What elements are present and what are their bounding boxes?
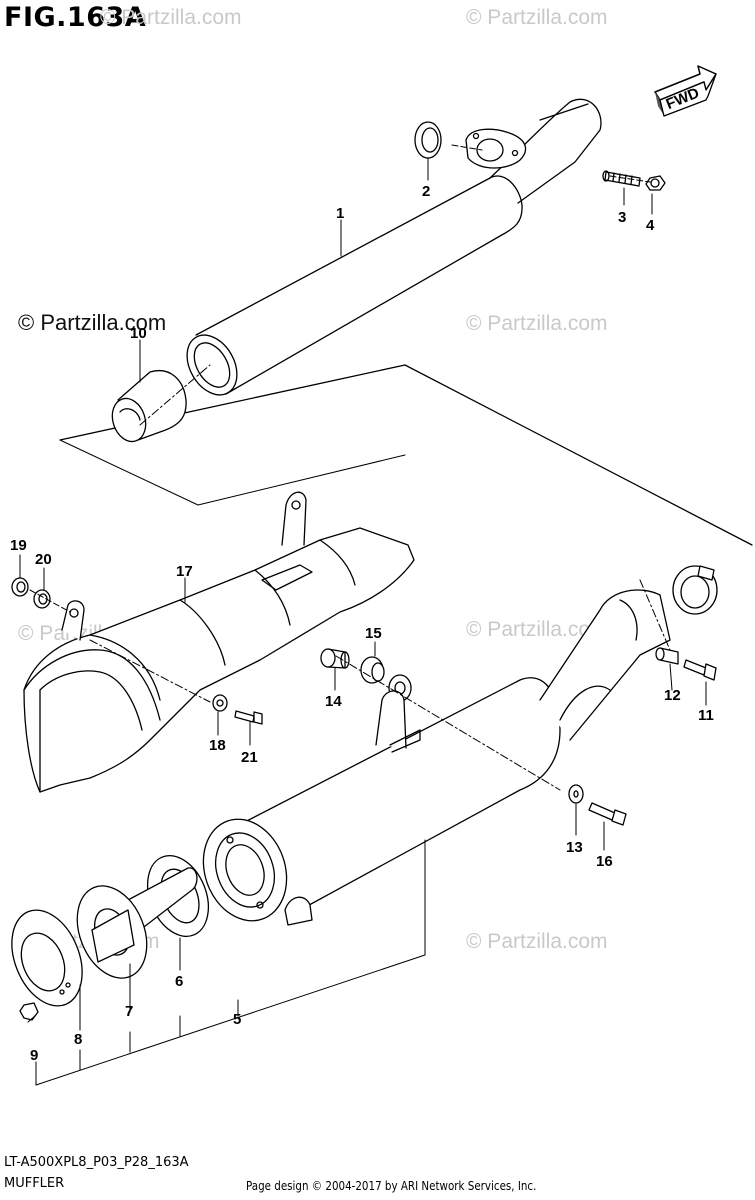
part-label-8: 8 xyxy=(74,1031,82,1048)
exhaust-gasket xyxy=(414,121,442,159)
mounting-bolt xyxy=(683,659,717,681)
washer xyxy=(212,694,228,712)
watermark: © Partzilla.com xyxy=(100,6,242,29)
part-label-16: 16 xyxy=(596,853,613,870)
heat-shield xyxy=(23,491,415,793)
part-label-18: 18 xyxy=(209,737,226,754)
part-label-1: 1 xyxy=(336,205,344,222)
muffler-body xyxy=(202,565,718,926)
forward-arrow-icon: FWD xyxy=(654,65,717,117)
section-name: MUFFLER xyxy=(4,1176,65,1191)
assembly-bracket-line xyxy=(35,839,426,1086)
part-label-7: 7 xyxy=(125,1003,133,1020)
page-credit: Page design © 2004-2017 by ARI Network S… xyxy=(246,1179,537,1193)
muffler-end-cap xyxy=(11,909,83,1007)
spacer-collar xyxy=(655,647,679,665)
part-label-13: 13 xyxy=(566,839,583,856)
front-exhaust-pipe xyxy=(186,98,602,396)
lower-washer xyxy=(568,784,584,804)
watermark: © Partzilla.com xyxy=(466,312,608,335)
upper-group-outline-lower xyxy=(59,439,406,506)
watermark: © Partzilla.com xyxy=(466,930,608,953)
cushion xyxy=(360,656,412,702)
part-label-9: 9 xyxy=(30,1047,38,1064)
grommet xyxy=(11,577,29,597)
lower-bolt xyxy=(588,802,627,826)
part-label-17: 17 xyxy=(176,563,193,580)
fig-title: FIG.163A xyxy=(4,2,147,33)
bolt xyxy=(234,710,263,725)
watermark: © Partzilla.com xyxy=(466,6,608,29)
part-label-5: 5 xyxy=(233,1011,241,1028)
cap-screw xyxy=(19,1002,39,1021)
part-label-14: 14 xyxy=(325,693,342,710)
spark-arrester-tube xyxy=(76,867,198,979)
watermark-dark: © Partzilla.com xyxy=(18,310,167,335)
part-number-labels: 1 2 3 4 5 6 7 8 9 10 11 12 13 14 15 16 1… xyxy=(10,183,714,1064)
part-label-21: 21 xyxy=(241,749,258,766)
part-label-2: 2 xyxy=(422,183,430,200)
part-label-10: 10 xyxy=(130,325,147,342)
watermark: © Partzilla.com xyxy=(466,618,608,641)
part-label-15: 15 xyxy=(365,625,382,642)
part-label-11: 11 xyxy=(698,707,714,724)
part-label-19: 19 xyxy=(10,537,27,554)
stud-bolt xyxy=(602,170,641,187)
pipe-connector xyxy=(111,370,187,443)
bushing xyxy=(320,648,350,669)
part-label-4: 4 xyxy=(646,217,655,234)
flange-nut xyxy=(645,175,666,191)
collar xyxy=(33,589,51,609)
part-label-20: 20 xyxy=(35,551,52,568)
part-label-12: 12 xyxy=(664,687,681,704)
model-code: LT-A500XPL8_P03_P28_163A xyxy=(4,1155,189,1170)
part-label-6: 6 xyxy=(175,973,183,990)
part-label-3: 3 xyxy=(618,209,626,226)
